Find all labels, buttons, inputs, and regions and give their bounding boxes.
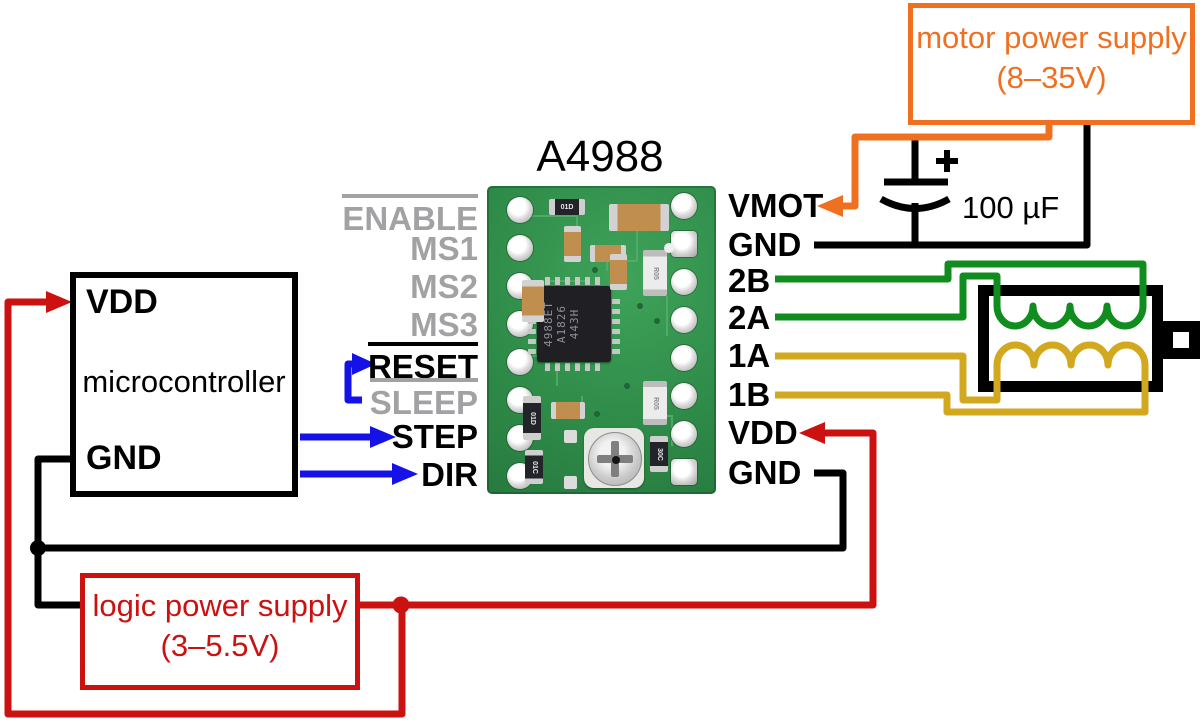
pin-label-sleep: SLEEP [369, 378, 478, 421]
pin-label-ms1: MS1 [410, 230, 478, 267]
motor-body [978, 285, 1163, 392]
wire-vmot-orange [842, 110, 1053, 210]
coil-yellow [993, 341, 1149, 369]
capacitor-curved-plate [879, 195, 951, 212]
solder-pad-small-1 [564, 430, 577, 443]
wire-motorsupply-gnd [814, 110, 1091, 249]
logic-supply-line1: logic power supply [92, 588, 348, 623]
coil-green [993, 302, 1147, 330]
pin-label-dir: DIR [421, 456, 478, 493]
pad-ms1 [507, 235, 533, 261]
chip-marking: 4988ET A1826 443H [542, 301, 581, 347]
capacitor-smd-1 [564, 226, 581, 262]
pad-gnd-bottom [671, 459, 697, 485]
wire-driver-gnd-bottom [38, 469, 847, 552]
pin-label-ms2: MS2 [410, 268, 478, 305]
motor-supply-line2: (8–35V) [996, 60, 1107, 95]
wire-vdd-red [4, 298, 877, 718]
mcu-pin-vdd: VDD [86, 283, 158, 321]
pin-label-vmot: VMOT [728, 187, 824, 224]
capacitor-smd-3 [522, 280, 544, 322]
resistor-01d-top: 01D [549, 199, 585, 215]
pad-vmot [671, 193, 697, 219]
wire-mcu-gnd [34, 455, 82, 609]
mcu-pin-gnd: GND [86, 439, 162, 477]
pin-label-gnd-top: GND [728, 226, 802, 263]
wire-reset-sleep-jumper [344, 360, 362, 404]
logic-power-supply-box: logic power supply (3–5.5V) [80, 573, 360, 690]
capacitor-smd-4 [610, 254, 627, 290]
pad-enable [507, 197, 533, 223]
logic-supply-line2: (3–5.5V) [160, 628, 280, 663]
pin-label-enable: ENABLE [342, 194, 478, 237]
arrow-dir [392, 463, 418, 485]
resistor-01c: 01C [525, 450, 543, 484]
potentiometer [584, 428, 644, 488]
motor-shaft [1162, 321, 1200, 359]
potentiometer-center [612, 456, 620, 464]
arrow-mcu-vdd [46, 291, 72, 313]
solder-pad-small-2 [564, 476, 577, 489]
potentiometer-dial [588, 432, 642, 486]
a4988-board: 4988ET A1826 443H 01D R05 R05 01D 01C 30… [487, 186, 716, 494]
arrow-vmot [817, 195, 843, 217]
chip-pins-top [545, 277, 603, 285]
motor-power-supply-box: motor power supply (8–35V) [908, 3, 1195, 125]
pin-label-1b: 1B [728, 376, 771, 413]
pin-label-vdd: VDD [728, 414, 798, 451]
arrow-step [370, 426, 396, 448]
wire-1b [775, 365, 1149, 416]
capacitor-smd-5 [551, 402, 585, 419]
arrow-reset [352, 353, 376, 375]
page-title: A4988 [536, 132, 664, 181]
capacitor-bulk [609, 204, 669, 231]
wire-2b [775, 260, 1147, 306]
silkscreen-dot [664, 243, 674, 253]
pad-2b [671, 269, 697, 295]
pin-label-gnd-bottom: GND [728, 454, 802, 491]
chip-pins-bottom [545, 363, 603, 371]
resistor-30c: 30C [650, 436, 668, 472]
motor-supply-line1: motor power supply [916, 20, 1187, 55]
resistor-r05-top: R05 [643, 250, 667, 296]
driver-ic-chip: 4988ET A1826 443H [537, 286, 611, 362]
junction-vdd [392, 596, 410, 614]
resistor-01d-left: 01D [523, 396, 541, 440]
capacitor-value: 100 µF [962, 190, 1060, 225]
wire-2a [775, 272, 1001, 321]
arrow-driver-vdd [799, 422, 825, 444]
pin-label-2b: 2B [728, 262, 771, 299]
pad-2a [671, 307, 697, 333]
capacitor-plus-sign [936, 150, 958, 172]
microcontroller-box: VDD microcontroller GND [70, 272, 298, 497]
chip-pins-right [612, 298, 620, 354]
pad-1a [671, 345, 697, 371]
pad-vdd [671, 421, 697, 447]
pin-label-1a: 1A [728, 337, 771, 374]
pad-gnd-top [671, 231, 697, 257]
pin-label-2a: 2A [728, 299, 771, 336]
chip-pins-left [528, 298, 536, 354]
pad-1b [671, 383, 697, 409]
pin-label-ms3: MS3 [410, 306, 478, 343]
mcu-title: microcontroller [82, 364, 286, 399]
pin-label-step: STEP [391, 418, 478, 455]
resistor-r05-bottom: R05 [643, 381, 667, 425]
junction-gnd [30, 540, 46, 556]
wire-1a [775, 352, 1001, 404]
